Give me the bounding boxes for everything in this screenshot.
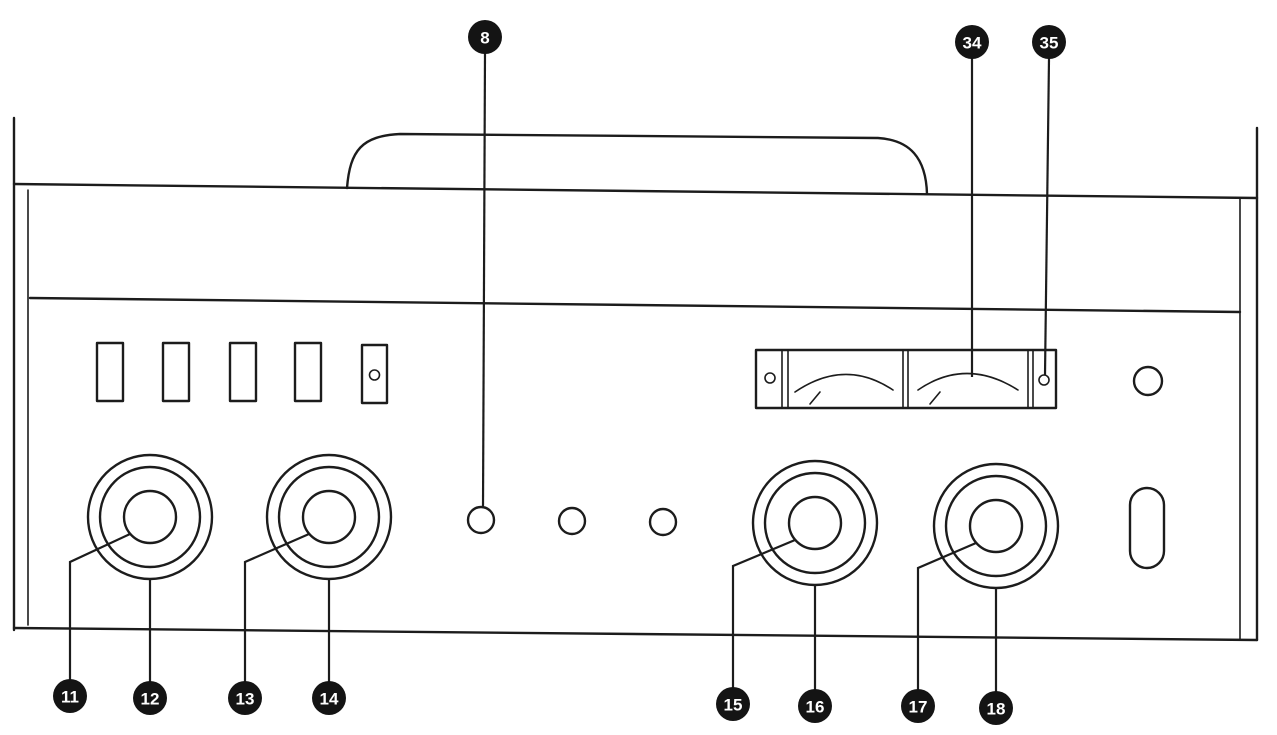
carry-handle <box>345 132 929 196</box>
callout-13: 13 <box>228 681 262 715</box>
knob-outer-14 <box>265 453 393 581</box>
callout-13-bg <box>228 681 262 715</box>
callout-17-bg <box>901 689 935 723</box>
callout-34-bg <box>955 25 989 59</box>
cabinet-top-edge <box>12 182 1259 200</box>
knob-inner-17 <box>968 498 1024 554</box>
callout-12: 12 <box>133 681 167 715</box>
knob-inner-13 <box>301 489 357 545</box>
callout-8-bg <box>468 20 502 54</box>
vu-meter-right-scale-arc <box>917 372 1019 391</box>
cabinet <box>12 116 1259 642</box>
vu-meter-left-scale-arc <box>794 373 894 393</box>
knob-outer-12 <box>86 453 214 581</box>
vu-meter-housing <box>754 348 1058 410</box>
callout-35-bg <box>1032 25 1066 59</box>
callout-18-bg <box>979 691 1013 725</box>
panel-divider <box>28 296 1242 314</box>
callout-11-label: 11 <box>61 688 79 707</box>
knob-group-17-18 <box>932 462 1060 590</box>
knob-inner-11 <box>122 489 178 545</box>
callout-8-label: 8 <box>480 29 489 48</box>
knob-group-13-14 <box>265 453 393 581</box>
callout-8: 8 <box>468 20 502 54</box>
callout-17-label: 17 <box>909 698 928 717</box>
callout-16-label: 16 <box>806 698 825 717</box>
callout-17: 17 <box>901 689 935 723</box>
knob-outer-16 <box>751 459 879 587</box>
callout-16-bg <box>798 689 832 723</box>
jack-8 <box>466 505 496 535</box>
callout-13-label: 13 <box>236 690 255 709</box>
callout-34: 34 <box>955 25 989 59</box>
vu-meter-left-needle <box>809 391 821 405</box>
leader-11 <box>68 533 131 680</box>
knob-inner-15 <box>787 495 843 551</box>
callout-11: 11 <box>53 679 87 713</box>
knob-group-15-16 <box>751 459 879 587</box>
push-button-1 <box>95 341 125 403</box>
knob-outer-18 <box>932 462 1060 590</box>
callout-34-label: 34 <box>963 34 982 53</box>
indicator-lamp <box>1132 365 1164 397</box>
push-button-5-indicator <box>368 369 381 381</box>
vu-meter-right-screw <box>1038 374 1050 386</box>
knob-outer-18-ring <box>944 474 1048 578</box>
callout-15: 15 <box>716 687 750 721</box>
callout-15-label: 15 <box>724 696 743 715</box>
knob-outer-12-ring <box>98 465 202 569</box>
leader-13 <box>243 532 310 682</box>
knob-outer-14-ring <box>277 465 381 569</box>
callout-35-label: 35 <box>1040 34 1059 53</box>
push-button-3 <box>228 341 258 403</box>
knob-outer-16-ring <box>763 471 867 575</box>
callout-35: 35 <box>1032 25 1066 59</box>
callout-18: 18 <box>979 691 1013 725</box>
callout-14-label: 14 <box>320 690 339 709</box>
vu-meter-right-needle <box>929 391 941 405</box>
push-button-4 <box>293 341 323 403</box>
callout-14: 14 <box>312 681 346 715</box>
jack-middle <box>557 506 587 536</box>
cabinet-bottom-edge <box>12 626 1259 642</box>
jack-right <box>648 507 678 537</box>
leader-17 <box>916 541 977 690</box>
leader-8 <box>481 51 487 508</box>
callout-14-bg <box>312 681 346 715</box>
vu-meter-panel <box>754 348 1058 410</box>
leader-15 <box>731 538 796 688</box>
push-button-2 <box>161 341 191 403</box>
callout-16: 16 <box>798 689 832 723</box>
vu-meter-left-screw <box>764 372 776 384</box>
callout-15-bg <box>716 687 750 721</box>
callout-12-bg <box>133 681 167 715</box>
leader-lines <box>68 51 1051 692</box>
push-button-row <box>95 341 389 405</box>
callout-12-label: 12 <box>141 690 160 709</box>
leader-35 <box>1043 57 1051 376</box>
knob-group-11-12 <box>86 453 214 581</box>
callout-11-bg <box>53 679 87 713</box>
push-button-5 <box>360 343 389 405</box>
callout-18-label: 18 <box>987 700 1006 719</box>
power-switch <box>1128 486 1166 570</box>
